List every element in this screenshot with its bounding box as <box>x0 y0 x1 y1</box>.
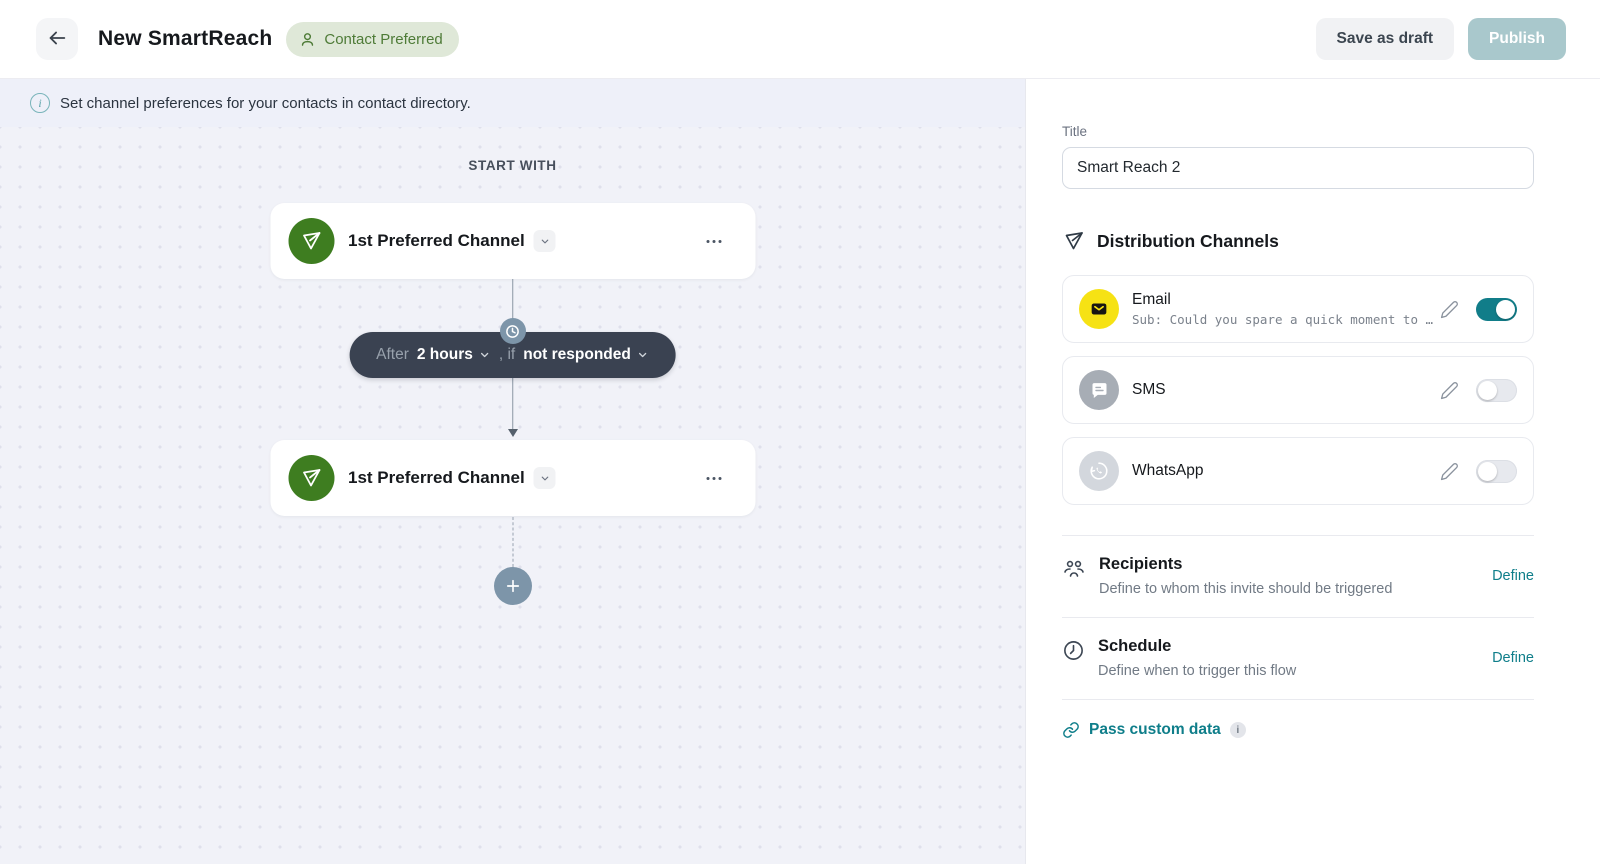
channel-card-email: Email Sub: Could you spare a quick momen… <box>1062 275 1534 343</box>
node-chevron-button[interactable] <box>533 230 556 252</box>
settings-panel: Title Distribution Channels Email Sub: C… <box>1025 79 1600 864</box>
back-button[interactable] <box>36 18 78 60</box>
delay-clock-icon <box>499 318 526 344</box>
edit-email-button[interactable] <box>1438 298 1461 321</box>
flow-node-first-preferred-channel[interactable]: 1st Preferred Channel <box>270 203 755 279</box>
title-field-label: Title <box>1062 124 1088 139</box>
flow-canvas: i Set channel preferences for your conta… <box>0 79 1025 864</box>
people-group-icon <box>1062 557 1086 586</box>
funnel-icon <box>1062 229 1086 253</box>
distribution-channels-heading: Distribution Channels <box>1062 229 1534 253</box>
recipients-title: Recipients <box>1099 555 1183 573</box>
send-channel-icon <box>288 455 334 501</box>
condition-delay-value: 2 hours <box>416 346 473 363</box>
plus-icon <box>506 579 519 593</box>
chevron-down-icon <box>639 352 647 358</box>
clock-icon <box>1062 639 1085 667</box>
pencil-icon <box>1440 300 1458 318</box>
schedule-title: Schedule <box>1098 637 1172 655</box>
contact-preferred-badge: Contact Preferred <box>286 21 459 57</box>
whatsapp-toggle[interactable] <box>1476 459 1517 483</box>
schedule-description: Define when to trigger this flow <box>1098 663 1297 679</box>
condition-if-label: , if <box>498 346 516 363</box>
info-icon: i <box>30 93 50 113</box>
channel-card-whatsapp: WhatsApp <box>1062 437 1534 505</box>
info-banner: i Set channel preferences for your conta… <box>0 79 1025 127</box>
node-chevron-button[interactable] <box>533 467 556 489</box>
condition-state-value: not responded <box>523 346 631 363</box>
divider <box>1062 535 1534 536</box>
node-label: 1st Preferred Channel <box>348 468 525 487</box>
connector-dashed-line <box>512 517 513 567</box>
pencil-icon <box>1440 462 1458 480</box>
page-title: New SmartReach <box>98 27 273 50</box>
condition-state-dropdown[interactable]: not responded <box>523 346 649 364</box>
recipients-section: Recipients Define to whom this invite sh… <box>1062 536 1534 618</box>
add-step-button[interactable] <box>493 567 532 605</box>
edit-whatsapp-button[interactable] <box>1438 460 1461 483</box>
channel-name: WhatsApp <box>1132 462 1204 479</box>
send-channel-icon <box>288 218 334 264</box>
sms-toggle[interactable] <box>1476 378 1517 402</box>
connector-line <box>511 279 514 332</box>
flow-node-first-preferred-channel[interactable]: 1st Preferred Channel <box>270 440 755 516</box>
channel-card-sms: SMS <box>1062 356 1534 424</box>
chevron-down-icon <box>539 236 550 247</box>
schedule-define-link[interactable]: Define <box>1492 650 1534 666</box>
link-icon <box>1062 721 1080 739</box>
condition-after-label: After <box>376 346 409 363</box>
flow-area[interactable]: START WITH 1st Preferred Channel <box>0 127 1025 864</box>
node-more-options-button[interactable] <box>700 234 727 249</box>
node-label: 1st Preferred Channel <box>348 231 525 250</box>
info-banner-text: Set channel preferences for your contact… <box>60 94 471 112</box>
title-input[interactable] <box>1062 147 1534 189</box>
badge-label: Contact Preferred <box>324 30 443 48</box>
arrow-down-icon <box>507 429 518 437</box>
channels-heading-text: Distribution Channels <box>1097 230 1279 251</box>
start-with-label: START WITH <box>468 158 557 173</box>
arrow-left-icon <box>46 27 68 52</box>
schedule-section: Schedule Define when to trigger this flo… <box>1062 618 1534 700</box>
edit-sms-button[interactable] <box>1438 379 1461 402</box>
condition-delay-dropdown[interactable]: 2 hours <box>417 346 491 364</box>
publish-button[interactable]: Publish <box>1468 18 1566 60</box>
sms-icon <box>1079 370 1119 410</box>
info-icon: i <box>1229 722 1246 738</box>
top-header: New SmartReach Contact Preferred Save as… <box>0 0 1600 79</box>
person-icon <box>299 31 316 48</box>
channel-subject-preview: Sub: Could you spare a quick moment to … <box>1132 312 1434 327</box>
node-more-options-button[interactable] <box>700 471 727 486</box>
pass-custom-data-link[interactable]: Pass custom data i <box>1062 721 1534 739</box>
save-as-draft-button[interactable]: Save as draft <box>1315 18 1455 60</box>
email-toggle[interactable] <box>1476 297 1517 321</box>
recipients-description: Define to whom this invite should be tri… <box>1099 581 1393 597</box>
chevron-down-icon <box>539 473 550 484</box>
pass-custom-data-label: Pass custom data <box>1089 721 1221 738</box>
email-icon <box>1079 289 1119 329</box>
whatsapp-icon <box>1079 451 1119 491</box>
channel-name: SMS <box>1132 381 1166 398</box>
channel-name: Email <box>1132 291 1171 308</box>
chevron-down-icon <box>481 352 489 358</box>
connector-line <box>511 378 514 430</box>
recipients-define-link[interactable]: Define <box>1492 568 1534 584</box>
pencil-icon <box>1440 381 1458 399</box>
